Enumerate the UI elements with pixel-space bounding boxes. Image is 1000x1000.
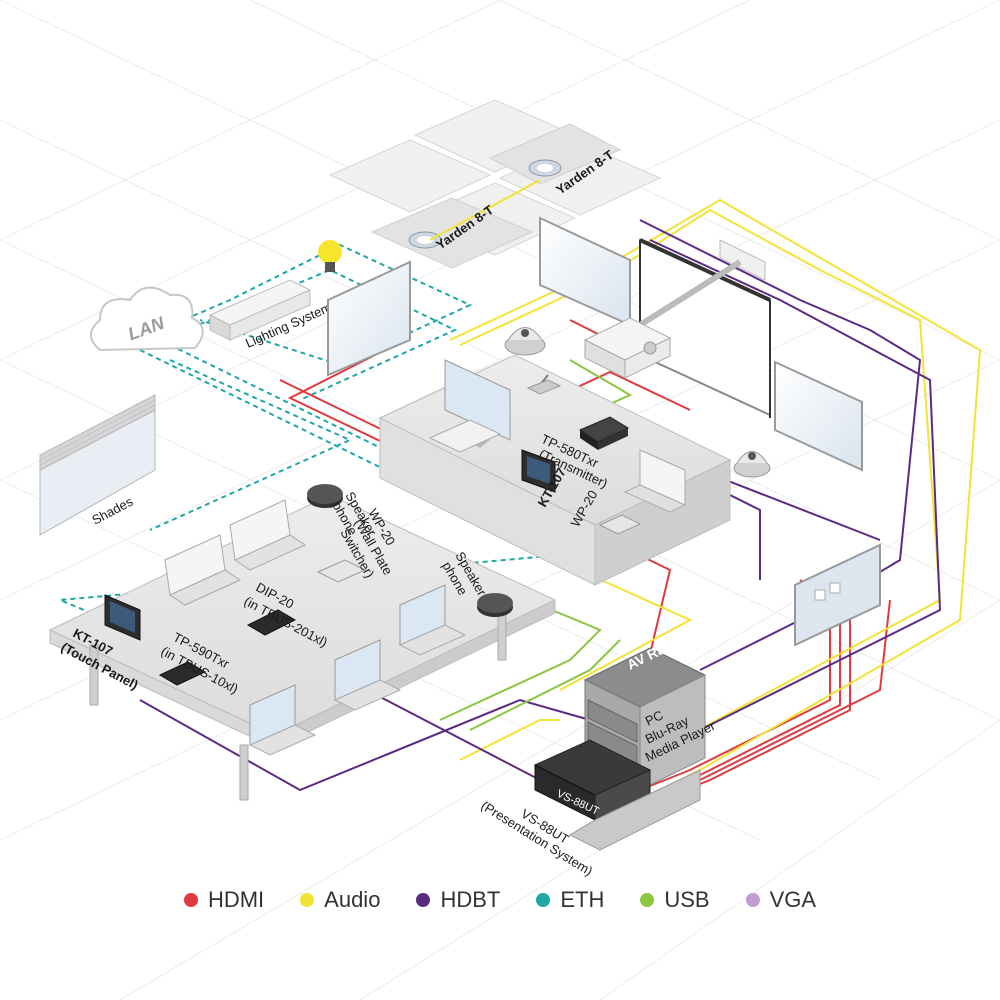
laptop-4 bbox=[333, 639, 402, 711]
speakerphone-2 bbox=[477, 593, 513, 617]
wp20-lower-device bbox=[316, 559, 367, 583]
projector bbox=[583, 239, 766, 379]
vs88ut-device: VS-88UT bbox=[533, 739, 701, 851]
legend-item-vga: VGA bbox=[745, 887, 817, 913]
lower-table bbox=[48, 494, 557, 801]
lan-cloud: LAN bbox=[90, 286, 204, 352]
legend-label-hdmi: HDMI bbox=[207, 887, 265, 912]
kt107-lower-device bbox=[104, 594, 141, 641]
legend-dot-usb bbox=[640, 893, 655, 907]
pc-label: PC bbox=[643, 707, 666, 728]
legend-item-audio: Audio bbox=[300, 887, 380, 913]
legend-dot-audio bbox=[300, 893, 315, 907]
speakerphone-1 bbox=[307, 484, 343, 508]
wall-display-left bbox=[327, 260, 411, 377]
laptop-5 bbox=[248, 684, 317, 756]
laptop-1 bbox=[229, 499, 307, 571]
wall-display-top bbox=[539, 216, 631, 327]
legend-item-eth: ETH bbox=[536, 887, 604, 913]
legend-dot-hdmi bbox=[183, 893, 198, 907]
desktop-monitor bbox=[428, 359, 511, 453]
ceiling-tiles bbox=[328, 99, 662, 269]
light-bulb-icon bbox=[318, 240, 342, 272]
legend-dot-vga bbox=[745, 893, 760, 907]
legend-label-usb: USB bbox=[664, 887, 710, 912]
dip20-device bbox=[246, 609, 297, 636]
microphone bbox=[526, 374, 562, 395]
camera-2 bbox=[733, 451, 771, 478]
wp20-upper-device bbox=[598, 514, 642, 535]
laptop-3 bbox=[398, 584, 467, 656]
tp-580txr-device bbox=[578, 416, 630, 450]
legend-label-audio: Audio bbox=[324, 887, 381, 912]
legend-dot-hdbt bbox=[416, 893, 431, 907]
ceiling-speaker-1 bbox=[408, 231, 442, 249]
legend-label-vga: VGA bbox=[769, 887, 817, 912]
wall-panel bbox=[794, 543, 881, 647]
wall-display-right bbox=[774, 360, 863, 472]
camera-1 bbox=[504, 327, 546, 356]
legend-item-hdbt: HDBT bbox=[416, 887, 500, 913]
legend-label-eth: ETH bbox=[560, 887, 605, 912]
legend: HDMI Audio HDBT ETH USB VGA bbox=[0, 880, 1000, 920]
legend-dot-eth bbox=[536, 893, 551, 907]
upper-laptop bbox=[623, 449, 687, 513]
lighting-system: Lighting System bbox=[208, 279, 334, 351]
shades: Shades bbox=[39, 394, 156, 536]
legend-label-hdbt: HDBT bbox=[440, 887, 501, 912]
projector-screen bbox=[639, 238, 771, 418]
legend-item-hdmi: HDMI bbox=[183, 887, 265, 913]
legend-item-usb: USB bbox=[640, 887, 710, 913]
ceiling-speaker-2 bbox=[528, 159, 562, 177]
tp590-device bbox=[158, 661, 207, 686]
laptop-2 bbox=[164, 534, 242, 606]
kt107-upper-device bbox=[521, 449, 556, 493]
